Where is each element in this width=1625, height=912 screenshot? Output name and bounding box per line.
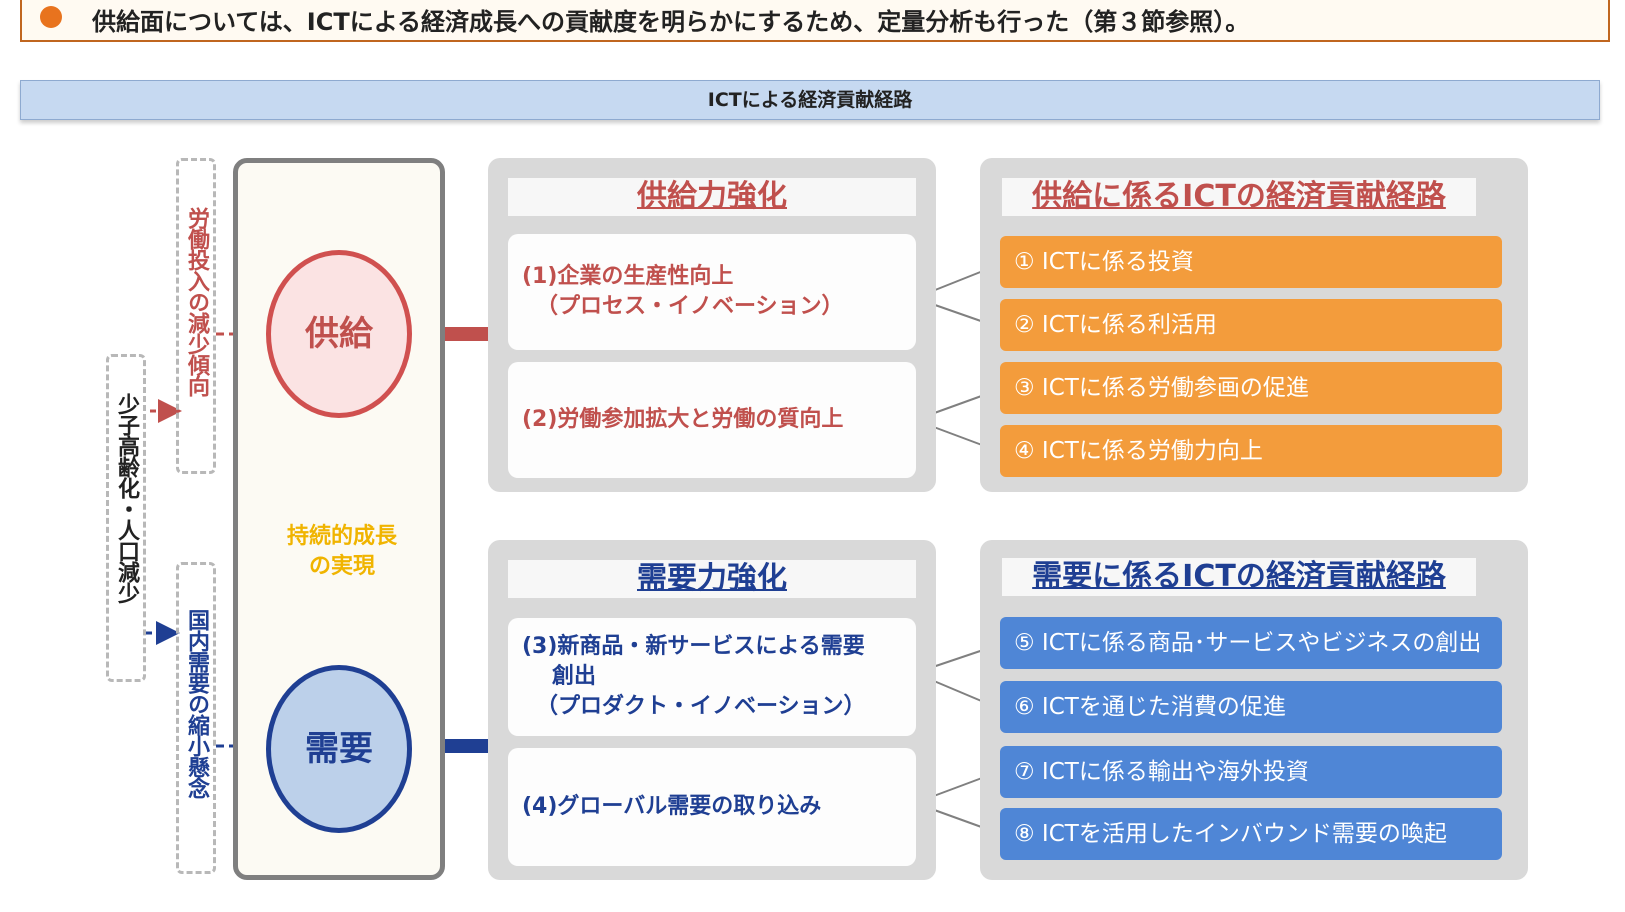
- demand-item-3-line1: (3)新商品・新サービスによる需要: [522, 634, 865, 659]
- sustainable-growth-label: 持続的成長 の実現: [272, 522, 412, 582]
- supply-circle: 供給: [266, 250, 412, 418]
- route-1: ① ICTに係る投資: [1000, 236, 1502, 288]
- bullet-icon: [40, 6, 62, 28]
- supply-item-2: (2)労働参加拡大と労働の質向上: [508, 362, 916, 478]
- route-6: ⑥ ICTを通じた消費の促進: [1000, 681, 1502, 733]
- supply-routes-heading: 供給に係るICTの経済貢献経路: [1002, 178, 1476, 216]
- demand-item-4: (4)グローバル需要の取り込み: [508, 748, 916, 866]
- route-5: ⑤ ICTに係る商品･サービスやビジネスの創出: [1000, 617, 1502, 669]
- aging-label-box: 少子高齢化・人口減少: [106, 354, 146, 682]
- diagram-title: ICTによる経済貢献経路: [20, 80, 1600, 120]
- summary-text: 供給面については、ICTによる経済成長への貢献度を明らかにするため、定量分析も行…: [92, 8, 1250, 36]
- supply-strengthening-panel: 供給力強化 (1)企業の生産性向上 （プロセス・イノベーション） (2)労働参加…: [488, 158, 936, 492]
- demand-item-3: (3)新商品・新サービスによる需要 創出 （プロダクト・イノベーション）: [508, 618, 916, 736]
- supply-item-2-text: (2)労働参加拡大と労働の質向上: [522, 407, 844, 432]
- demand-item-4-text: (4)グローバル需要の取り込み: [522, 794, 822, 819]
- demand-item-3-line2: 創出: [552, 664, 597, 689]
- route-4: ④ ICTに係る労働力向上: [1000, 425, 1502, 477]
- labor-decline-label: 労働投入の減少傾向: [184, 207, 209, 396]
- growth-label-line1: 持続的成長: [286, 524, 397, 549]
- demand-circle: 需要: [266, 665, 412, 833]
- demand-panel-heading: 需要力強化: [508, 560, 916, 598]
- supply-item-1: (1)企業の生産性向上 （プロセス・イノベーション）: [508, 234, 916, 350]
- demand-routes-heading: 需要に係るICTの経済貢献経路: [1002, 558, 1476, 596]
- domestic-demand-label: 国内需要の縮小懸念: [184, 609, 209, 798]
- supply-panel-heading: 供給力強化: [508, 178, 916, 216]
- growth-label-line2: の実現: [308, 554, 375, 579]
- route-8: ⑧ ICTを活用したインバウンド需要の喚起: [1000, 808, 1502, 860]
- demand-item-3-line3: （プロダクト・イノベーション）: [536, 694, 866, 719]
- demand-strengthening-panel: 需要力強化 (3)新商品・新サービスによる需要 創出 （プロダクト・イノベーショ…: [488, 540, 936, 880]
- labor-decline-box: 労働投入の減少傾向: [176, 158, 216, 474]
- aging-label: 少子高齢化・人口減少: [114, 393, 139, 603]
- route-2: ② ICTに係る利活用: [1000, 299, 1502, 351]
- summary-box: 供給面については、ICTによる経済成長への貢献度を明らかにするため、定量分析も行…: [20, 0, 1610, 42]
- supply-item-1-line2: （プロセス・イノベーション）: [536, 294, 844, 319]
- route-7: ⑦ ICTに係る輸出や海外投資: [1000, 746, 1502, 798]
- route-3: ③ ICTに係る労働参画の促進: [1000, 362, 1502, 414]
- domestic-demand-box: 国内需要の縮小懸念: [176, 562, 216, 874]
- supply-item-1-line1: (1)企業の生産性向上: [522, 264, 734, 289]
